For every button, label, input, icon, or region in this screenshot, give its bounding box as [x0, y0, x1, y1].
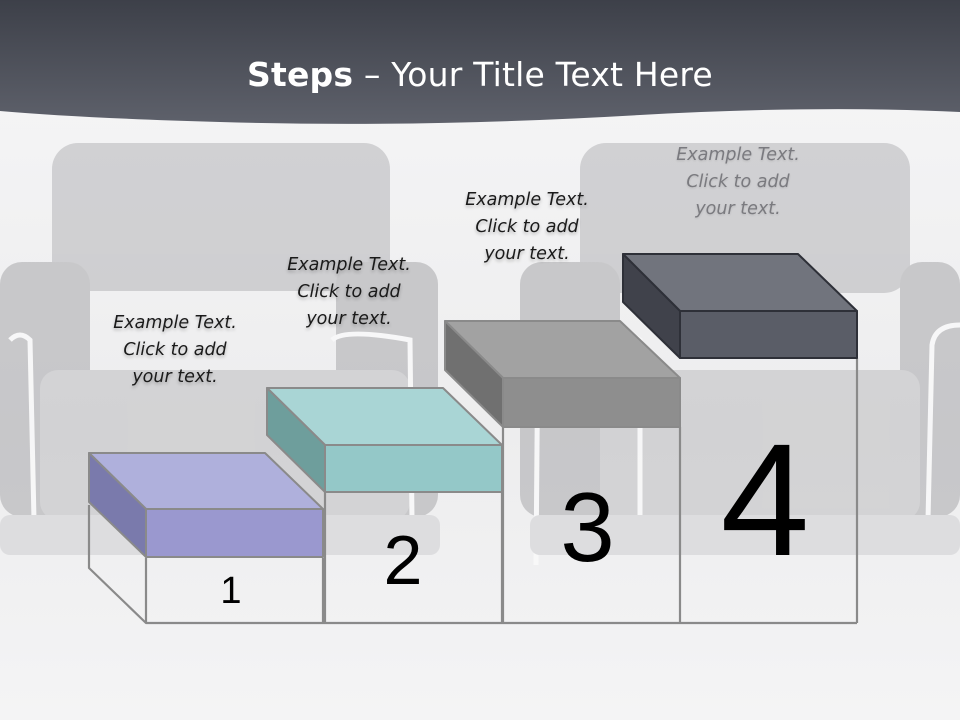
header-band	[0, 0, 960, 124]
step-3-caption[interactable]: Example Text. Click to add your text.	[432, 187, 622, 268]
title-bold: Steps	[247, 55, 354, 94]
step-2-number: 2	[383, 521, 423, 599]
caption-line: Example Text.	[287, 255, 411, 275]
page-title: Steps – Your Title Text Here	[0, 52, 960, 98]
step-4-caption[interactable]: Example Text. Click to add your text.	[643, 142, 833, 223]
armchair-right-image	[520, 143, 960, 566]
step-1-number: 1	[220, 570, 242, 612]
step-outlines	[87, 358, 859, 625]
caption-line: Click to add	[686, 172, 790, 192]
step-1-caption[interactable]: Example Text. Click to add your text.	[80, 310, 270, 391]
step-3-number: 3	[560, 472, 615, 582]
step-2-block[interactable]	[266, 387, 503, 493]
step-2-caption[interactable]: Example Text. Click to add your text.	[254, 252, 444, 333]
caption-line: Click to add	[297, 282, 401, 302]
caption-line: your text.	[306, 309, 392, 329]
step-3-block[interactable]	[444, 320, 681, 428]
caption-line: your text.	[695, 199, 781, 219]
caption-line: your text.	[484, 244, 570, 264]
caption-line: your text.	[132, 367, 218, 387]
step-1-block[interactable]	[88, 452, 324, 558]
step-4-number: 4	[720, 410, 810, 589]
caption-line: Example Text.	[113, 313, 237, 333]
caption-line: Example Text.	[676, 145, 800, 165]
caption-line: Click to add	[475, 217, 579, 237]
step-4-block[interactable]	[622, 253, 858, 359]
title-rest: – Your Title Text Here	[353, 55, 713, 94]
caption-line: Example Text.	[465, 190, 589, 210]
caption-line: Click to add	[123, 340, 227, 360]
